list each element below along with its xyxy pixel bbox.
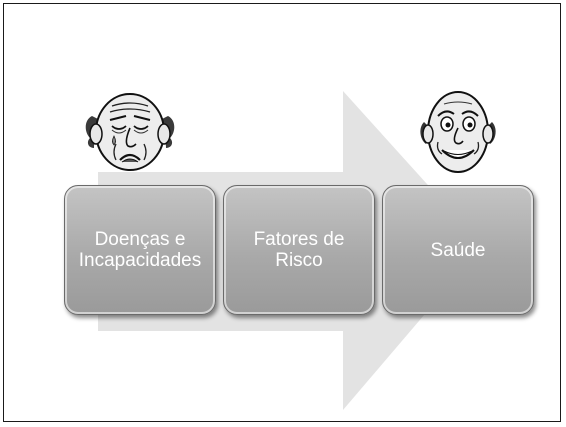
step-box-diseases: Doenças e Incapacidades	[64, 185, 216, 315]
step-label-line: Risco	[275, 250, 323, 271]
step-box-risk-factors: Fatores de Risco	[223, 185, 375, 315]
sad-face-icon	[85, 93, 175, 171]
happy-face-icon	[420, 91, 496, 173]
step-label-line: Doenças e	[94, 229, 186, 250]
step-label-line: Incapacidades	[78, 250, 202, 271]
step-label-line: Fatores de	[253, 229, 345, 250]
step-box-health: Saúde	[382, 185, 534, 315]
step-label-line: Saúde	[430, 239, 486, 261]
